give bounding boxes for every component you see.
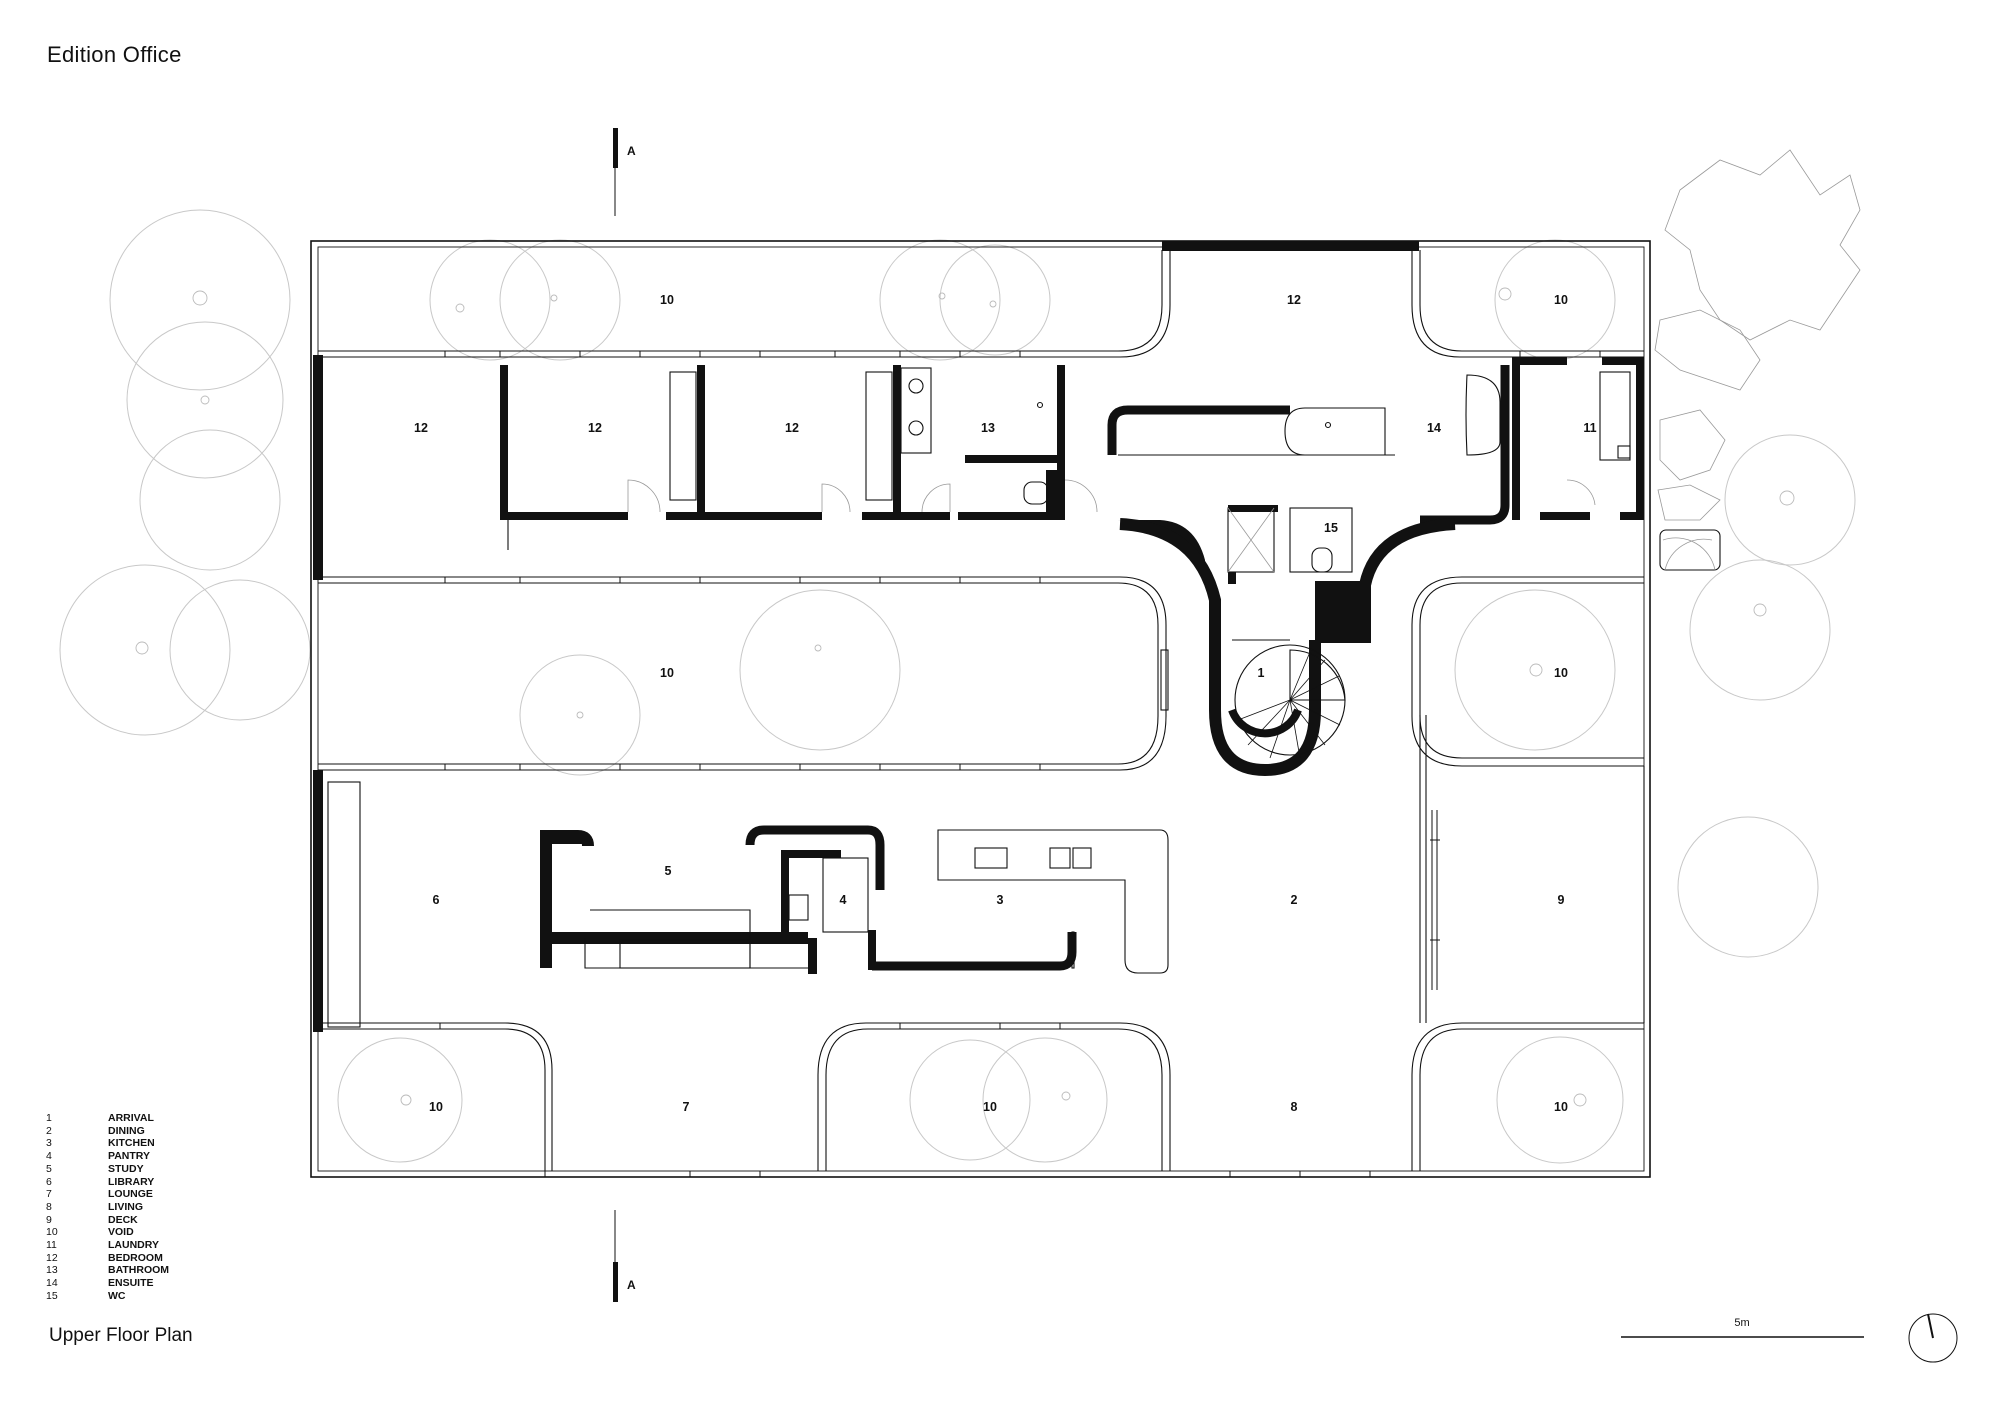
kitchen-block	[327, 529, 1721, 1028]
north-arrow-icon	[1908, 1313, 1958, 1363]
room-tag: 10	[1554, 1100, 1568, 1114]
firm-name: Edition Office	[47, 42, 182, 67]
room-tag: 12	[785, 421, 799, 435]
central-core	[1117, 505, 1456, 777]
room-tag: 5	[665, 864, 672, 878]
tree-outlines	[59, 149, 1861, 1164]
room-tag: 2	[1291, 893, 1298, 907]
room-tag: 10	[1554, 666, 1568, 680]
room-tag: 15	[1324, 521, 1338, 535]
room-tag: 12	[588, 421, 602, 435]
room-tag: 4	[840, 893, 847, 907]
room-tag: 6	[433, 893, 440, 907]
room-tag: 7	[683, 1100, 690, 1114]
room-tag: 13	[981, 421, 995, 435]
room-tags: 10 12 10 12 12 12 13 14 11 15 10 1 10 6 …	[414, 293, 1597, 1114]
room-tag: 10	[660, 293, 674, 307]
room-tag: 12	[1287, 293, 1301, 307]
room-tag: 10	[1554, 293, 1568, 307]
section-label: A	[627, 1278, 636, 1292]
room-tag: 14	[1427, 421, 1441, 435]
void-edges	[318, 250, 1645, 1177]
room-tag: 10	[660, 666, 674, 680]
room-tag: 1	[1258, 666, 1265, 680]
plan-title: Upper Floor Plan	[49, 1325, 193, 1346]
room-tag: 8	[1291, 1100, 1298, 1114]
building-envelope	[310, 240, 1651, 1178]
room-tag: 3	[997, 893, 1004, 907]
scale-label: 5m	[1734, 1317, 1749, 1329]
bedroom-wing	[500, 357, 1644, 550]
section-marker-bottom: A	[613, 1210, 636, 1302]
section-marker-top: A	[613, 128, 636, 216]
room-tag: 10	[429, 1100, 443, 1114]
section-label: A	[627, 144, 636, 158]
scale-bar: 5m	[1621, 1317, 1864, 1338]
room-tag: 9	[1558, 893, 1565, 907]
room-tag: 12	[414, 421, 428, 435]
room-tag: 11	[1583, 421, 1596, 435]
room-tag: 10	[983, 1100, 997, 1114]
